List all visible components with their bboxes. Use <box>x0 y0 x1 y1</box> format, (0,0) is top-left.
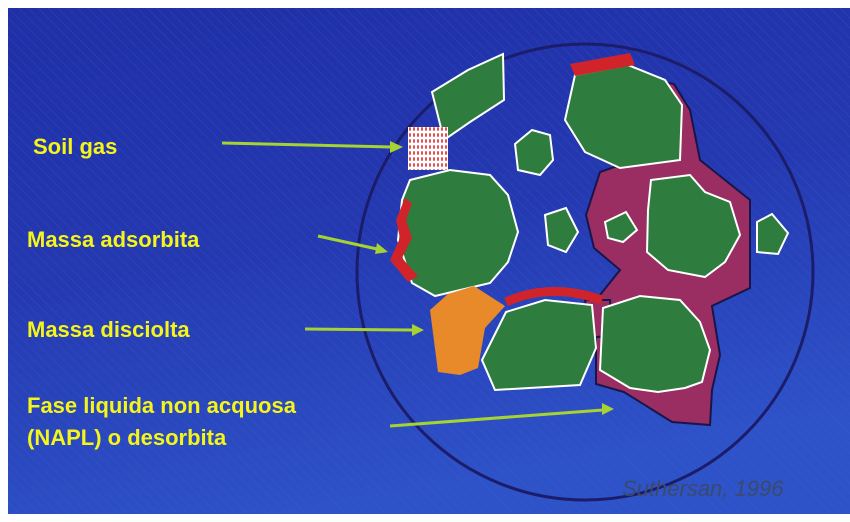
soil-grain <box>480 298 598 392</box>
adsorbed-mass <box>504 286 604 307</box>
arrow-dissolved-mass <box>304 324 424 336</box>
soil-grain <box>756 212 790 256</box>
soil-grain <box>513 128 555 177</box>
frame-top <box>0 0 850 8</box>
label-adsorbed-mass: Massa adsorbita <box>27 227 200 252</box>
arrow-adsorbed-mass <box>317 234 388 254</box>
soil-grain <box>603 210 639 244</box>
citation: Suthersan, 1996 <box>622 476 784 501</box>
soil-grain <box>396 168 520 298</box>
adsorbed-mass <box>390 198 418 282</box>
soil-grain <box>563 63 684 170</box>
frame-left <box>0 0 8 522</box>
soil-grain <box>598 294 712 394</box>
soil-grain <box>543 206 580 254</box>
label-soil-gas: Soil gas <box>33 134 118 159</box>
soil-gas-bubble <box>408 127 448 170</box>
label-napl-line2: (NAPL) o desorbita <box>27 425 227 450</box>
label-dissolved-mass: Massa disciolta <box>27 317 190 342</box>
label-napl-line1: Fase liquida non acquosa <box>27 393 296 418</box>
soil-grain <box>645 173 742 279</box>
pore-circle <box>355 42 815 502</box>
dissolved-mass <box>430 286 505 375</box>
frame-bottom <box>0 514 850 522</box>
adsorbed-mass <box>570 53 635 76</box>
arrow-napl <box>389 403 614 428</box>
arrow-soil-gas <box>221 141 403 153</box>
